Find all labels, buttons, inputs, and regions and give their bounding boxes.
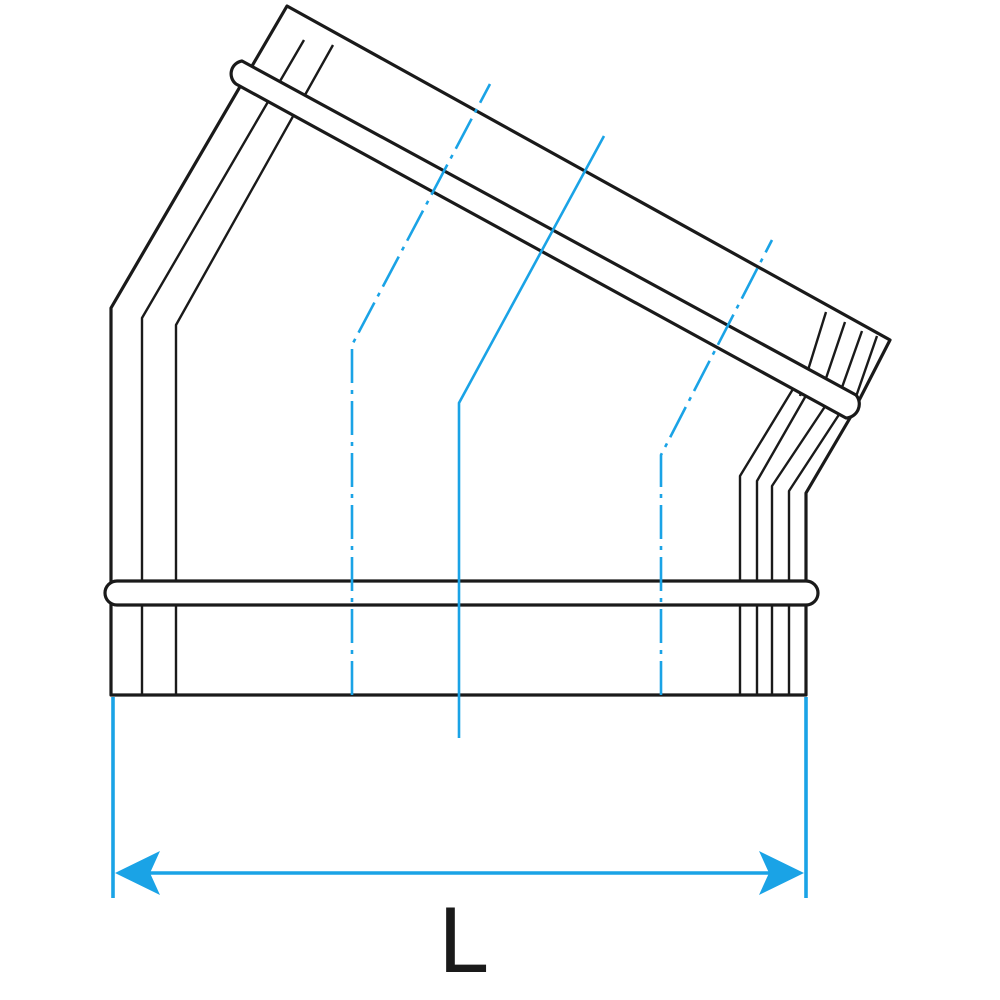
dimension-arrow-left <box>115 851 160 895</box>
left-profile-line-2 <box>174 44 335 695</box>
elbow-outer-outline <box>109 4 892 697</box>
right-profile-line-1 <box>738 388 795 695</box>
dimension-label: L <box>437 890 486 993</box>
left-profile-line-1 <box>140 39 306 695</box>
lower-band <box>103 579 820 607</box>
right-profile-line-3 <box>770 404 827 695</box>
right-axis-line <box>659 239 774 695</box>
main-axis-line <box>457 135 606 738</box>
left-axis-line <box>350 83 492 695</box>
upper-band <box>229 59 861 420</box>
dimension-arrow-right <box>759 851 804 895</box>
right-profile-line-2 <box>755 391 810 695</box>
right-profile-line-4 <box>787 409 844 695</box>
